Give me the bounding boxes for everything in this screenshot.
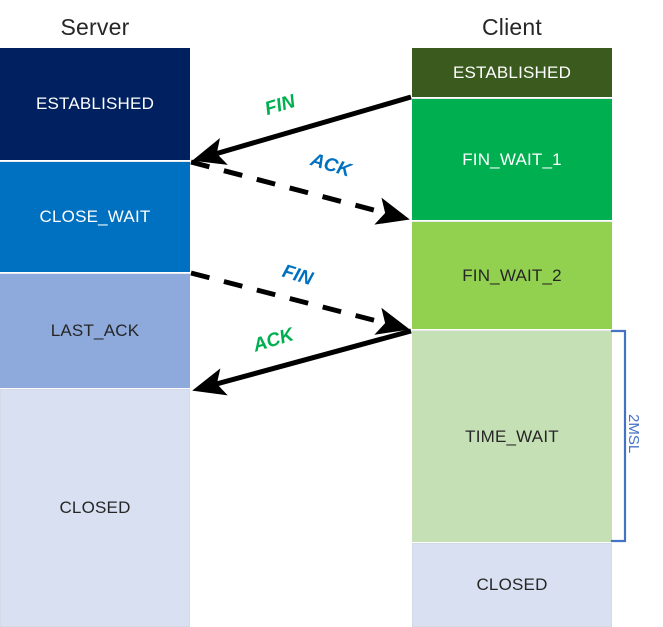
arrow-ack-client-to-server xyxy=(192,328,412,396)
arrow-fin-client-to-server xyxy=(192,94,412,165)
state-label: FIN_WAIT_1 xyxy=(462,149,562,169)
message-label-fin-1: FIN xyxy=(262,91,298,121)
client-state-fin-wait-2: FIN_WAIT_2 xyxy=(412,221,612,329)
client-state-established: ESTABLISHED xyxy=(412,48,612,97)
client-state-time-wait: TIME_WAIT xyxy=(412,330,612,542)
state-label: LAST_ACK xyxy=(50,321,140,340)
state-label: CLOSED xyxy=(59,498,131,517)
server-state-established: ESTABLISHED xyxy=(0,48,190,160)
client-state-fin-wait-1: FIN_WAIT_1 xyxy=(412,98,612,220)
server-state-close-wait: CLOSE_WAIT xyxy=(0,161,190,272)
state-label: CLOSED xyxy=(476,575,548,594)
client-state-closed: CLOSED xyxy=(412,543,612,627)
arrow-ack-server-to-client xyxy=(190,159,410,225)
msl-duration-label: 2MSL xyxy=(625,414,642,454)
state-label: FIN_WAIT_2 xyxy=(462,265,562,285)
state-label: ESTABLISHED xyxy=(35,94,155,113)
server-state-closed: CLOSED xyxy=(0,389,190,627)
msl-bracket xyxy=(610,329,627,543)
state-label: TIME_WAIT xyxy=(465,426,559,446)
message-label-fin-2: FIN xyxy=(279,261,316,291)
message-label-ack-2: ACK xyxy=(250,324,297,357)
state-label: CLOSE_WAIT xyxy=(39,207,151,226)
server-column-title: Server xyxy=(60,14,130,40)
server-state-last-ack: LAST_ACK xyxy=(0,273,190,388)
state-label: ESTABLISHED xyxy=(452,62,572,82)
client-column-title: Client xyxy=(481,14,542,40)
message-label-ack-1: ACK xyxy=(307,149,354,182)
